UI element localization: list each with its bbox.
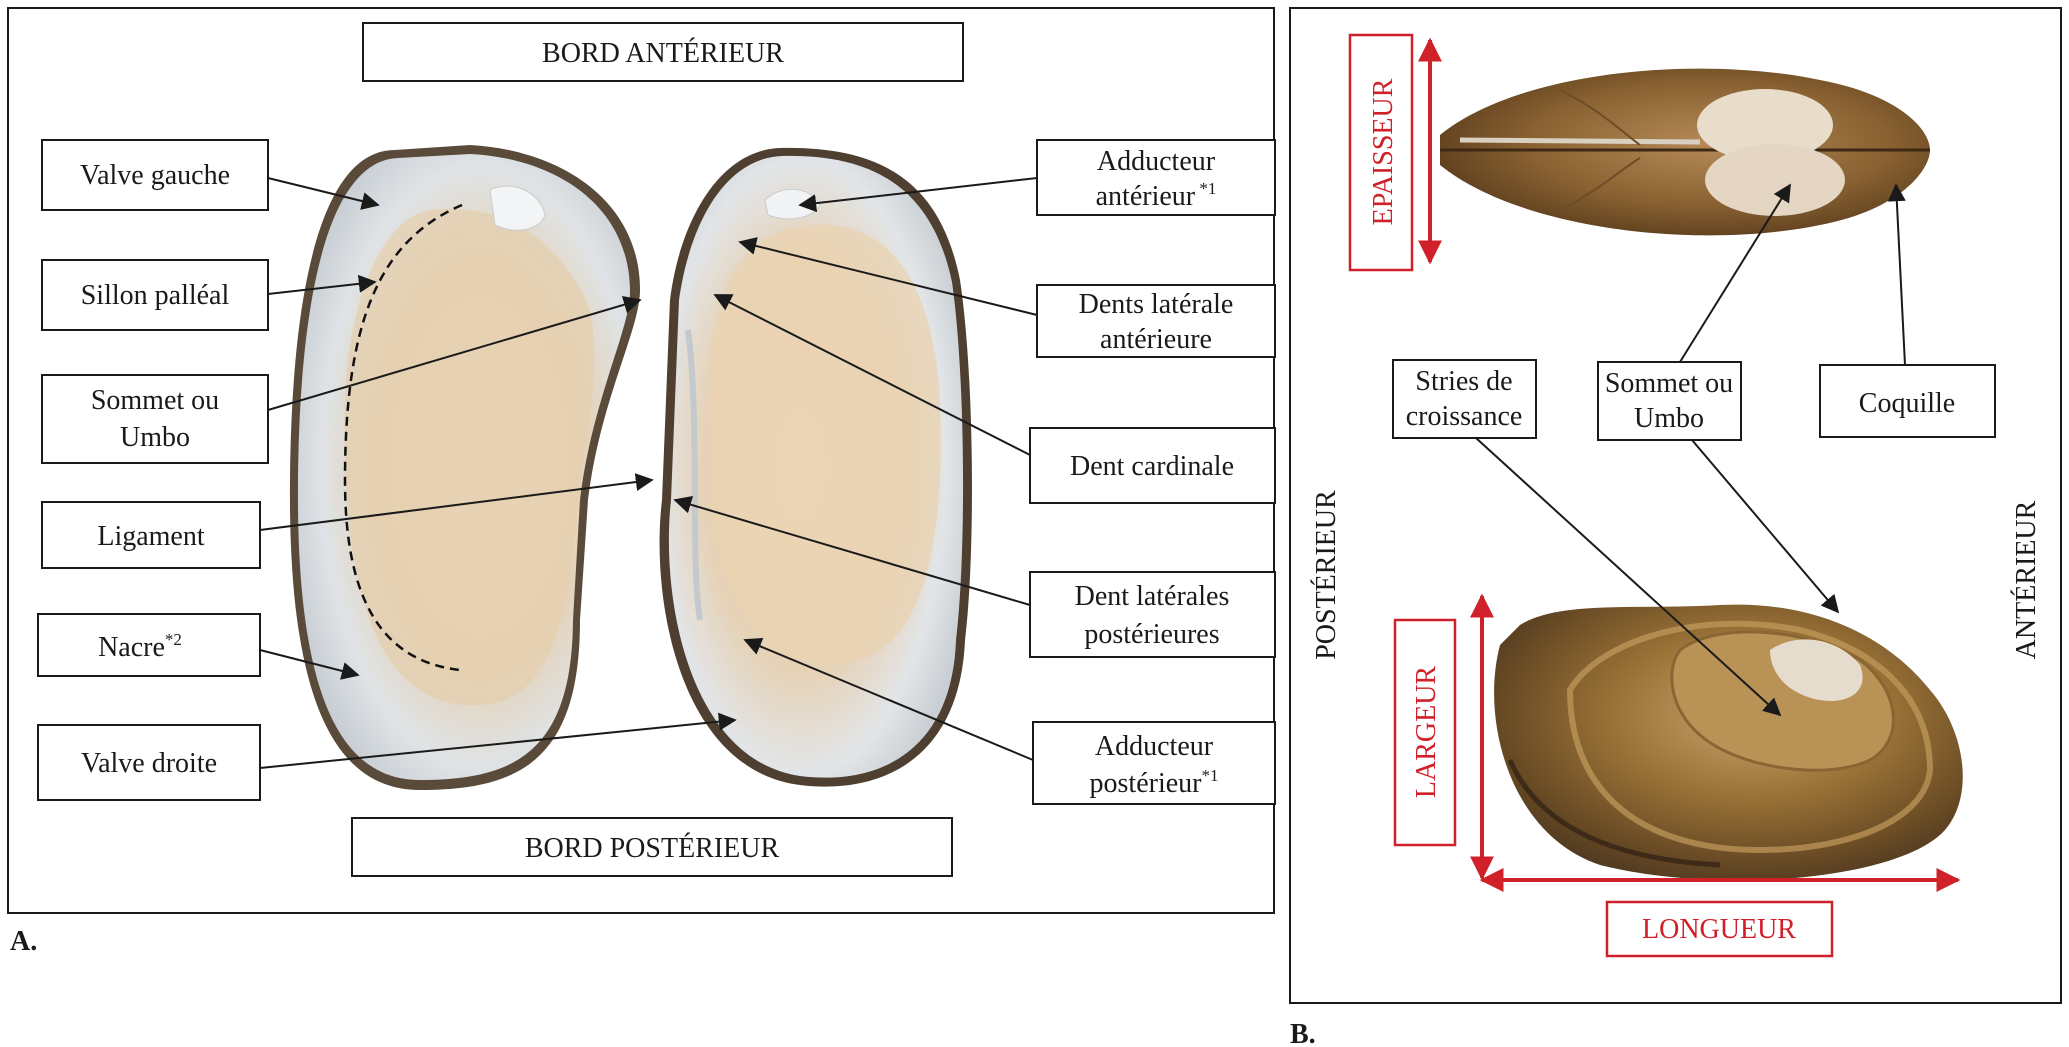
sillon-label: Sillon palléal: [81, 280, 230, 311]
panel-a-letter: A.: [10, 926, 37, 957]
anterior-side-label: ANTÉRIEUR: [2011, 500, 2042, 659]
sommet-label-a-1: Sommet ou: [91, 385, 219, 416]
ligament-label: Ligament: [97, 521, 205, 552]
valve-gauche-label: Valve gauche: [80, 160, 230, 191]
posterior-edge-label: BORD POSTÉRIEUR: [525, 833, 780, 864]
dent-laterales-posterieures-label-2: postérieures: [1084, 619, 1219, 650]
panel-b-letter: B.: [1290, 1019, 1316, 1047]
stries-label-1: Stries de: [1415, 366, 1512, 397]
sommet-label-b-2: Umbo: [1634, 403, 1704, 434]
dent-cardinale-label: Dent cardinale: [1070, 451, 1234, 482]
adducteur-posterieur-label-1: Adducteur: [1095, 731, 1214, 762]
coquille-label: Coquille: [1859, 388, 1955, 419]
stries-label-2: croissance: [1406, 401, 1523, 432]
posterior-side-label: POSTÉRIEUR: [1311, 490, 1342, 660]
longueur-label: LONGUEUR: [1642, 914, 1796, 945]
dent-laterales-posterieures-label-1: Dent latérales: [1075, 581, 1230, 612]
sommet-label-a-2: Umbo: [120, 422, 190, 453]
anterior-edge-label: BORD ANTÉRIEUR: [542, 38, 784, 69]
dents-laterale-anterieure-label-2: antérieure: [1100, 324, 1212, 355]
epaisseur-label: EPAISSEUR: [1368, 78, 1399, 225]
valve-droite-label: Valve droite: [81, 748, 217, 779]
adducteur-anterieur-label-1: Adducteur: [1097, 146, 1216, 177]
sommet-label-b-1: Sommet ou: [1605, 368, 1733, 399]
dents-laterale-anterieure-label-1: Dents latérale: [1079, 289, 1234, 320]
largeur-label: LARGEUR: [1411, 666, 1442, 799]
adducteur-posterieur-label-2: postérieur*1: [1090, 766, 1219, 799]
right-valve-photo: [660, 148, 972, 787]
